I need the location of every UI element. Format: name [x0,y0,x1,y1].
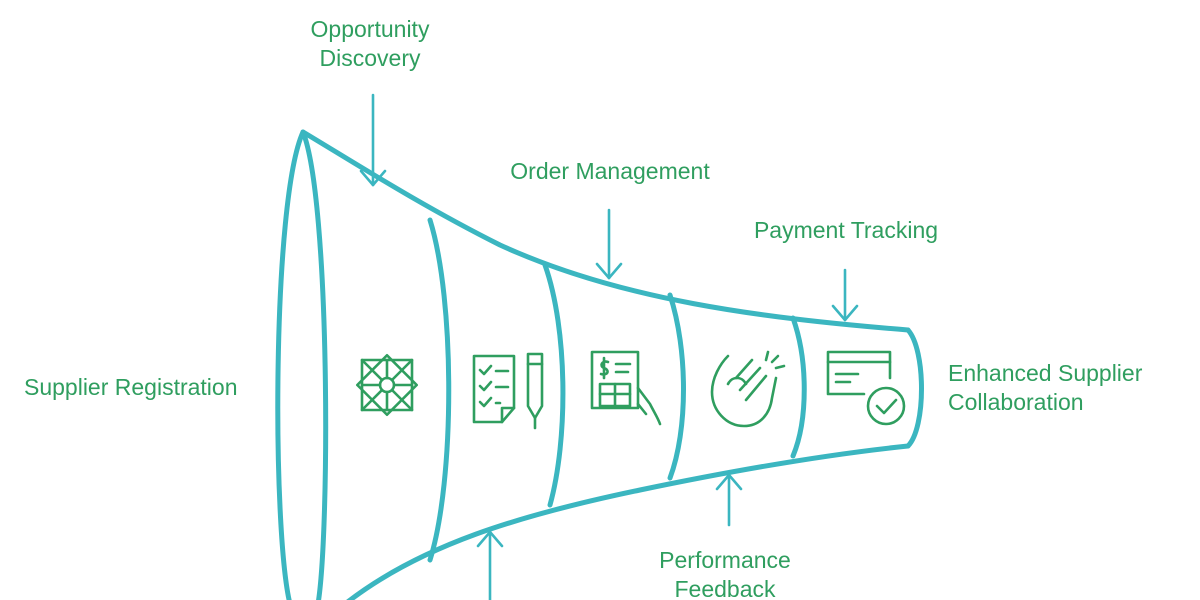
label-supplier-registration: Supplier Registration [24,373,238,402]
label-line: Enhanced Supplier [948,360,1143,386]
arrow-payment [831,268,859,322]
label-line: Payment Tracking [753,217,939,243]
funnel-mouth [275,129,329,600]
arrow-feedback [715,473,743,527]
arrow-registration [476,530,504,600]
label-line: Collaboration [948,389,1084,415]
invoice-hand-icon [590,350,662,426]
funnel-top-edge [300,129,911,333]
arrow-discovery [359,93,387,187]
label-line: Performance [659,547,791,573]
network-icon [356,354,418,416]
stage-divider-1 [427,217,452,563]
stage-divider-4 [790,315,807,459]
clapping-hands-icon [710,350,786,428]
label-opportunity-discovery: Opportunity Discovery [280,15,460,73]
stage-divider-2 [542,262,566,508]
label-payment-tracking: Payment Tracking [730,216,962,245]
funnel-end-cap [905,327,924,449]
stage-divider-3 [667,292,686,481]
label-line: Discovery [319,45,421,71]
funnel-bottom-edge [346,443,911,600]
label-line: Order Management [510,158,710,184]
label-order-management: Order Management [480,157,740,186]
payment-card-check-icon [826,350,906,426]
checklist-pen-icon [472,352,544,430]
label-performance-feedback: Performance Feedback [630,546,820,600]
label-line: Feedback [674,576,776,600]
label-line: Supplier Registration [24,374,238,400]
label-enhanced-supplier-collaboration: Enhanced Supplier Collaboration [948,359,1142,417]
label-line: Opportunity [310,16,430,42]
arrow-order [595,208,623,280]
